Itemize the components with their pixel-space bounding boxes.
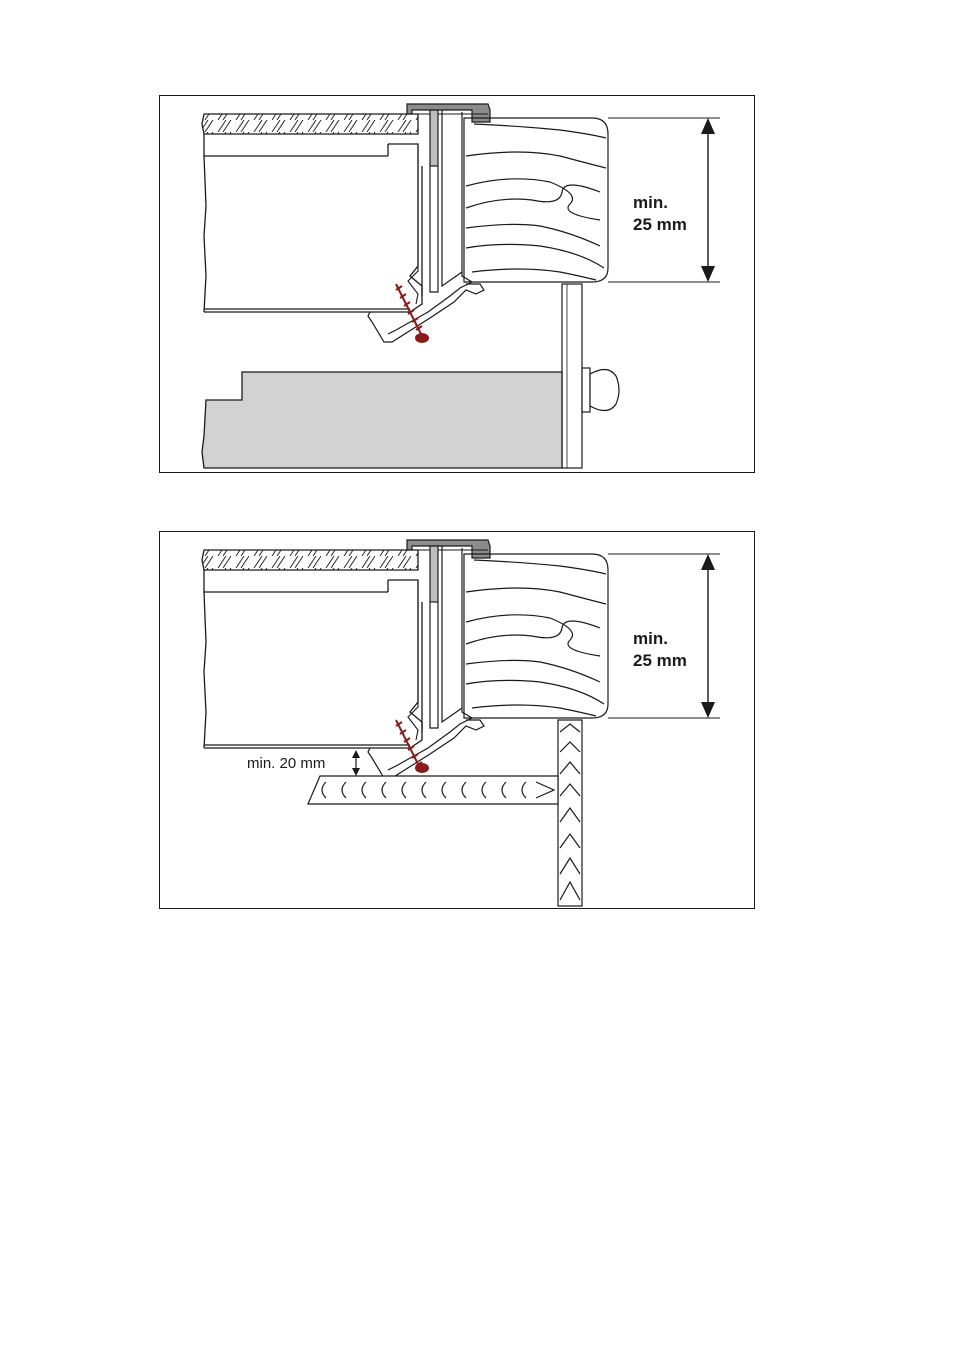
mounting-bracket <box>368 110 484 342</box>
diagram-bottom-panel: min. 25 mm min. 20 mm <box>159 531 755 909</box>
hob-housing <box>204 134 422 312</box>
hob-edge-trim <box>407 540 490 558</box>
worktop-wood <box>464 118 608 282</box>
hob-housing <box>204 570 422 748</box>
dimension-label-line2: 25 mm <box>633 651 687 670</box>
diagram-top-panel: min. 25 mm <box>159 95 755 473</box>
dimension-label-line1: min. <box>633 193 668 212</box>
installation-diagram-shelf: min. 25 mm min. 20 mm <box>160 532 756 910</box>
hob-glass-top <box>202 550 418 570</box>
fixing-screw <box>396 284 428 342</box>
gap-dimension-label: min. 20 mm <box>247 755 325 772</box>
dimension-label-line2: 25 mm <box>633 215 687 234</box>
drawer-box <box>202 372 562 468</box>
mounting-bracket <box>368 546 484 778</box>
installation-diagram-drawer: min. 25 mm <box>160 96 756 474</box>
hob-edge-trim <box>407 104 490 122</box>
dimension-label-line1: min. <box>633 629 668 648</box>
worktop-wood <box>464 554 608 718</box>
intermediate-shelf-wood <box>308 776 558 804</box>
drawer-front-panel <box>562 284 582 468</box>
hob-glass-top <box>202 114 418 134</box>
dimension-gap-indicator <box>352 750 360 776</box>
drawer-handle-knob <box>582 368 619 412</box>
cabinet-side-panel-wood <box>558 720 582 906</box>
